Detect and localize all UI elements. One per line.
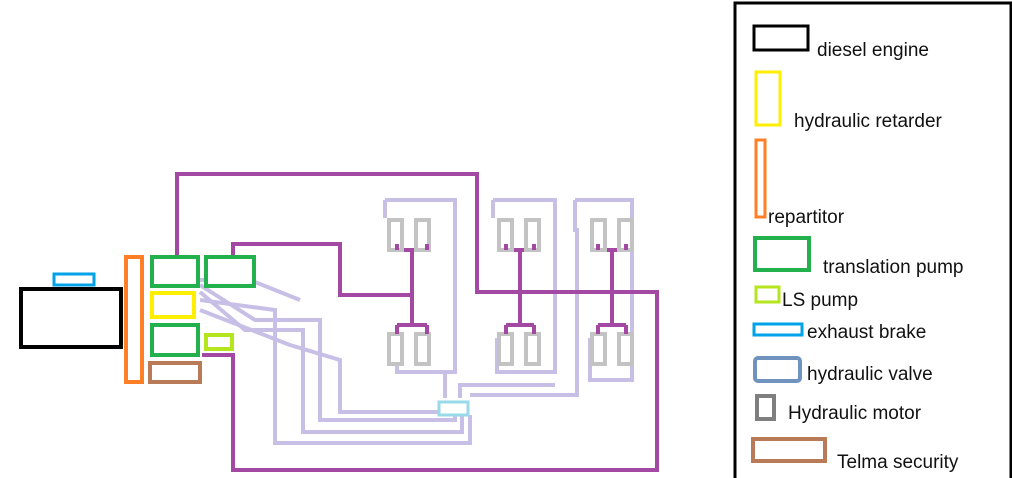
- legend-label-hydraulic-retarder: hydraulic retarder: [794, 111, 943, 132]
- motor-connector-2: [504, 244, 536, 334]
- motor-connector-1: [395, 244, 429, 334]
- hydraulic-valve: [437, 400, 470, 417]
- hydraulic-motor-1d: [414, 332, 431, 366]
- exhaust-brake: [52, 272, 96, 287]
- legend: diesel engine hydraulic retarder reparti…: [733, 1, 1012, 478]
- telma-security: [148, 361, 202, 384]
- main-line-top-loop: [175, 172, 624, 294]
- translation-pump-1: [150, 255, 200, 288]
- diesel-engine: [19, 287, 123, 349]
- return-line-valve-loop2: [458, 383, 555, 398]
- hydraulic-retarder-swatch-icon: [754, 70, 782, 127]
- diesel-engine-swatch-icon: [752, 24, 810, 52]
- legend-label-hydraulic-motor: Hydraulic motor: [788, 403, 922, 424]
- hydraulic-motor-3d: [617, 332, 634, 366]
- legend-label-translation-pump: translation pump: [823, 257, 963, 278]
- repartitor: [124, 255, 144, 384]
- hydraulic-motor-1c: [387, 332, 404, 366]
- motor-connector-3: [596, 244, 628, 334]
- exhaust-brake-swatch-icon: [752, 322, 804, 337]
- telma-security-swatch-icon: [751, 437, 827, 463]
- return-line-pump-1: [198, 283, 457, 422]
- hydraulic-motor-2d: [524, 332, 541, 366]
- hydraulic-retarder: [150, 291, 196, 319]
- hydraulic-motor-2c: [497, 332, 514, 366]
- main-lines: [175, 172, 659, 472]
- ls-pump: [204, 333, 234, 351]
- legend-label-telma-security: Telma security: [837, 452, 959, 473]
- translation-pump-3: [150, 323, 200, 357]
- legend-label-hydraulic-valve: hydraulic valve: [807, 364, 933, 385]
- motor-connectors: [395, 244, 628, 334]
- return-line-pump-3: [199, 298, 472, 445]
- return-line-loop-3b: [470, 200, 579, 397]
- legend-label-ls-pump: LS pump: [782, 290, 858, 311]
- main-line-bottom-loop: [202, 290, 659, 472]
- ls-pump-swatch-icon: [754, 285, 781, 304]
- hydraulic-motor-3c: [590, 332, 607, 366]
- hydraulic-motor-1b: [414, 218, 431, 252]
- repartitor-swatch-icon: [754, 138, 767, 219]
- main-line-pump2: [231, 242, 412, 297]
- return-line-pump-4: [199, 308, 440, 414]
- legend-label-repartitor: repartitor: [768, 207, 845, 228]
- legend-label-diesel-engine: diesel engine: [817, 40, 929, 61]
- hydraulic-motor-swatch-icon: [755, 394, 776, 421]
- translation-pump-swatch-icon: [753, 236, 811, 272]
- legend-label-exhaust-brake: exhaust brake: [807, 322, 926, 343]
- hydraulic-valve-swatch-icon: [753, 356, 802, 383]
- translation-pump-2: [204, 255, 256, 288]
